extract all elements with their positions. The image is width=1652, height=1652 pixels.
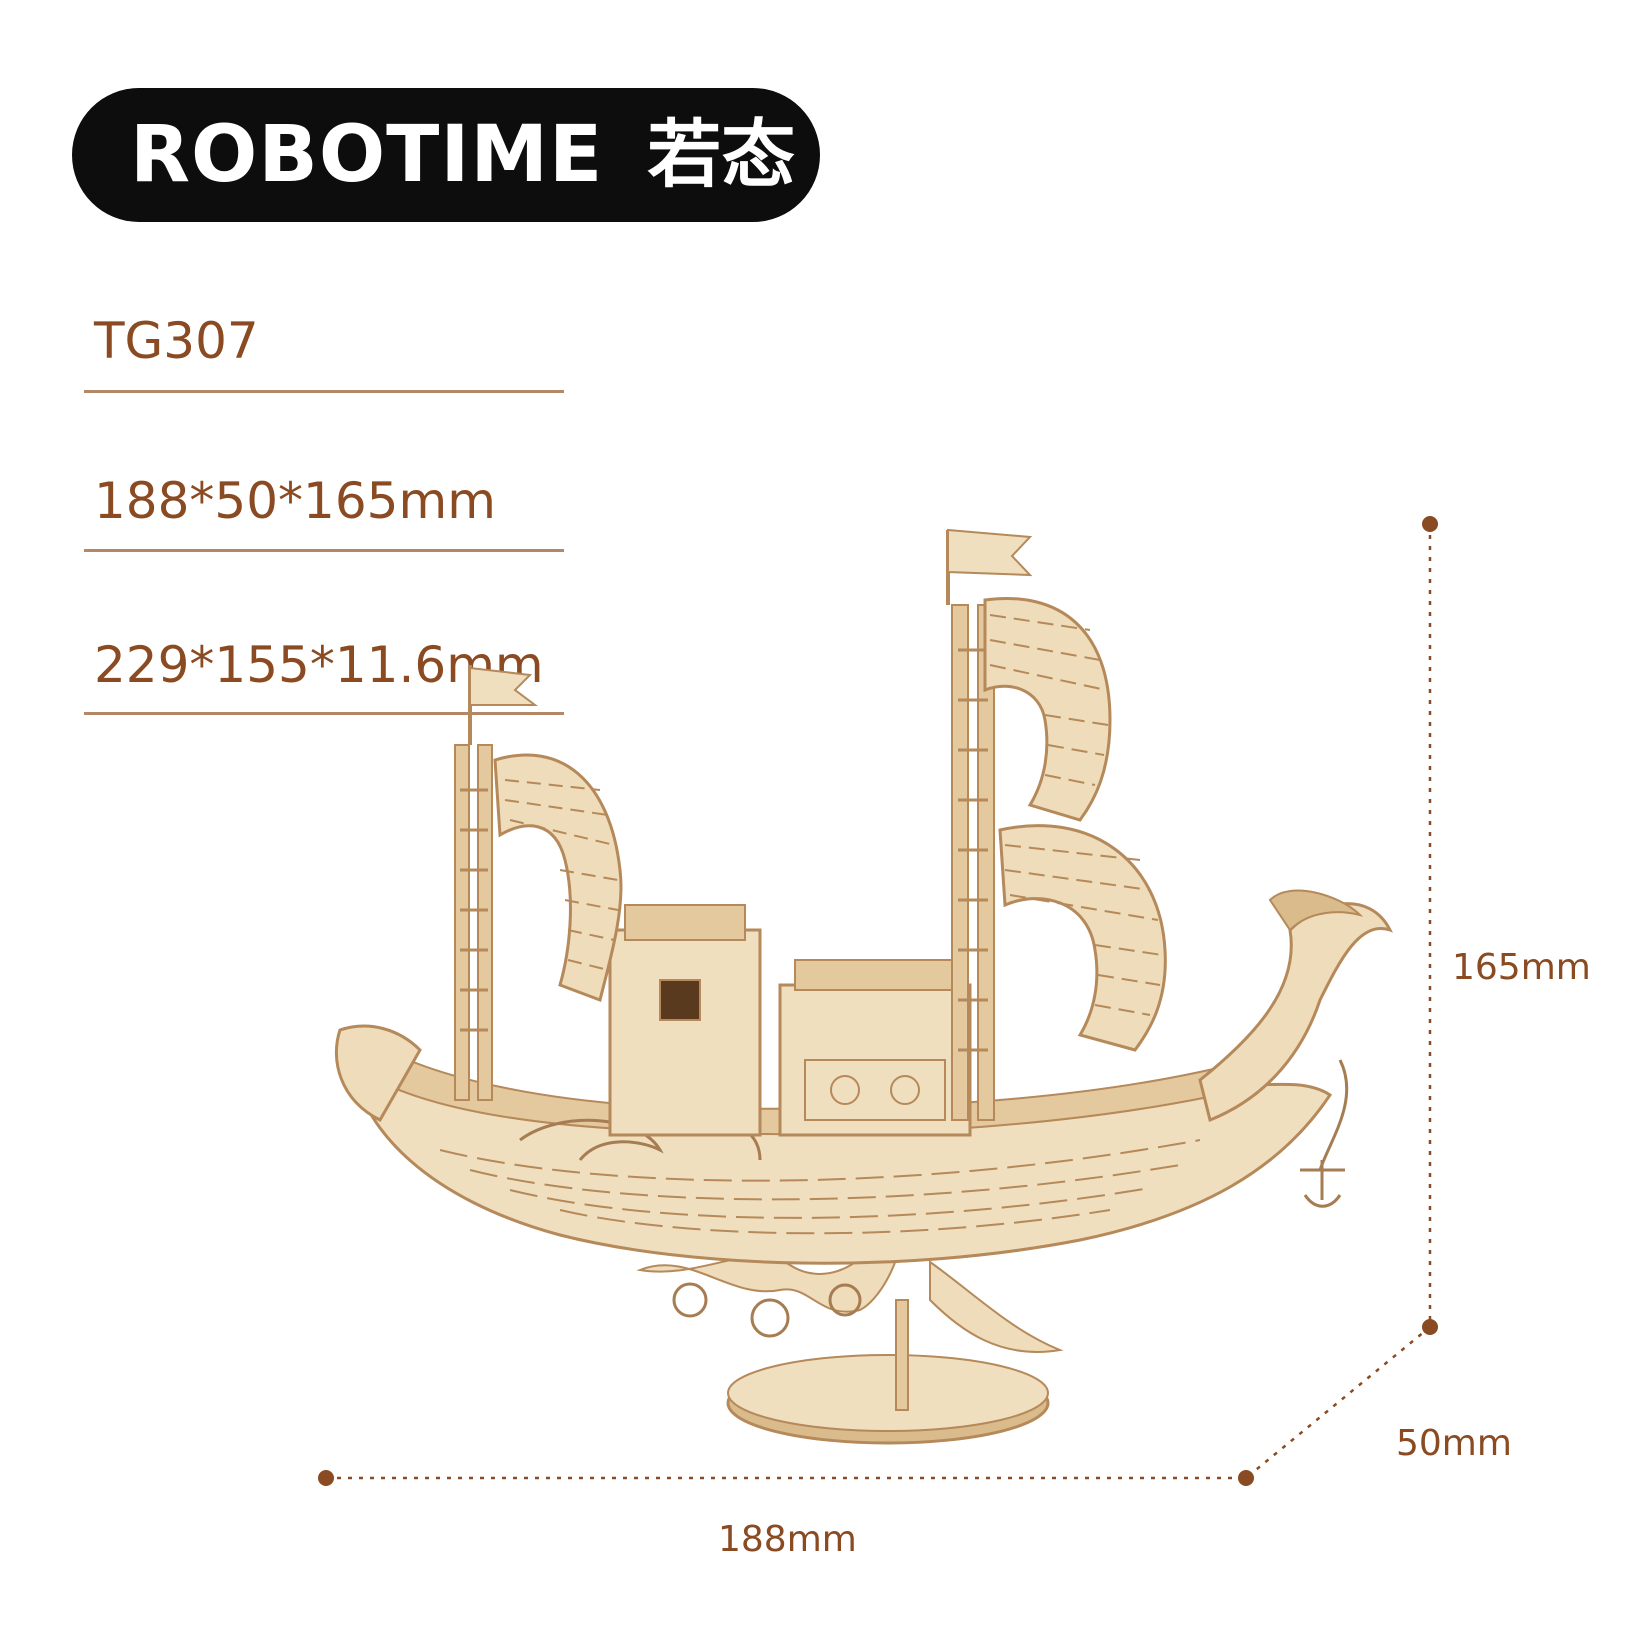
endpoint-dot: [1422, 1319, 1438, 1335]
width-dimension-label: 188mm: [718, 1519, 857, 1560]
brand-name-chinese: 若态: [647, 112, 796, 198]
endpoint-dot: [318, 1470, 334, 1486]
depth-dimension-label: 50mm: [1396, 1423, 1512, 1464]
divider-line: [84, 390, 564, 393]
dimension-guides: [326, 524, 1432, 1480]
brand-banner: ROBOTIME 若态: [72, 88, 820, 222]
dimension-endpoints: [318, 516, 1438, 1486]
endpoint-dot: [1238, 1470, 1254, 1486]
model-number: TG307: [94, 312, 259, 370]
divider-line: [84, 712, 564, 715]
depth-guide-line: [1245, 1326, 1431, 1479]
brand-name: ROBOTIME: [130, 110, 604, 200]
assembled-size: 188*50*165mm: [94, 472, 496, 530]
height-dimension-label: 165mm: [1452, 947, 1591, 988]
divider-line: [84, 549, 564, 552]
endpoint-dot: [1422, 516, 1438, 532]
ship-model-image: [334, 528, 1393, 1445]
